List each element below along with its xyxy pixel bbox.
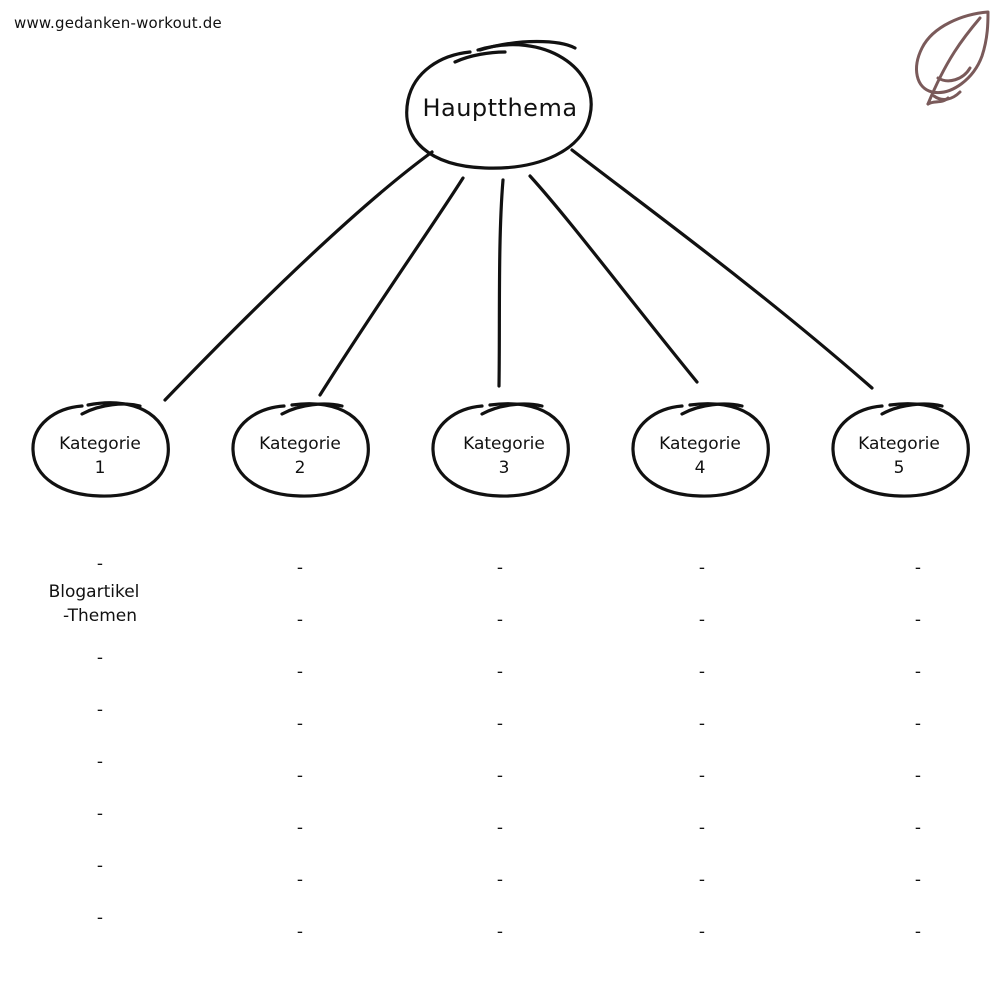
connector-lines	[163, 148, 874, 402]
category-4-line1: Kategorie	[659, 434, 741, 454]
col5-dash: -	[914, 922, 922, 942]
col3-dash: -	[496, 766, 504, 786]
col2-dash: -	[296, 662, 304, 682]
col4-dash: -	[698, 558, 706, 578]
col2-dash: -	[296, 714, 304, 734]
col3-dash: -	[496, 922, 504, 942]
col1-label-line2: -Themen	[63, 606, 137, 626]
col4-dash: -	[698, 714, 706, 734]
category-1-line2: 1	[94, 458, 106, 478]
category-2-line2: 2	[294, 458, 306, 478]
connector-4	[528, 174, 699, 384]
category-5-line2: 5	[893, 458, 905, 478]
col1-dash: -	[96, 752, 104, 772]
connector-1	[163, 150, 434, 402]
category-ellipse-4	[631, 402, 770, 498]
col5-dash: -	[914, 714, 922, 734]
category-label-5: Kategorie 5	[829, 432, 969, 480]
category-5-line1: Kategorie	[858, 434, 940, 454]
col2-dash: -	[296, 766, 304, 786]
leaf-icon	[915, 10, 990, 106]
category-4-line2: 4	[694, 458, 706, 478]
col4-dash: -	[698, 870, 706, 890]
main-topic-label: Hauptthema	[422, 94, 578, 122]
category-ellipse-5	[831, 402, 970, 498]
col1-dash-top: -	[96, 554, 104, 574]
col2-dash: -	[296, 610, 304, 630]
col3-dash: -	[496, 558, 504, 578]
category-label-3: Kategorie 3	[434, 432, 574, 480]
col2-dash: -	[296, 870, 304, 890]
category-label-1: Kategorie 1	[30, 432, 170, 480]
category-label-2: Kategorie 2	[230, 432, 370, 480]
main-topic-ellipse	[405, 39, 593, 170]
connector-5	[570, 148, 874, 390]
col4-dash: -	[698, 818, 706, 838]
category-2-line1: Kategorie	[259, 434, 341, 454]
category-ellipse-3	[431, 402, 570, 498]
website-url: www.gedanken-workout.de	[14, 14, 222, 32]
category-label-4: Kategorie 4	[630, 432, 770, 480]
col5-dash: -	[914, 818, 922, 838]
connector-2	[318, 176, 465, 397]
col1-dash: -	[96, 804, 104, 824]
col4-dash: -	[698, 610, 706, 630]
col5-dash: -	[914, 766, 922, 786]
col3-dash: -	[496, 870, 504, 890]
col1-label-line1: Blogartikel	[48, 582, 140, 602]
col1-dash: -	[96, 700, 104, 720]
category-ellipse-2	[231, 402, 370, 498]
col2-dash: -	[296, 558, 304, 578]
col5-dash: -	[914, 558, 922, 578]
col3-dash: -	[496, 818, 504, 838]
col2-dash: -	[296, 922, 304, 942]
col4-dash: -	[698, 662, 706, 682]
col3-dash: -	[496, 714, 504, 734]
col1-dash: -	[96, 648, 104, 668]
connector-3	[497, 178, 505, 388]
category-3-line2: 3	[498, 458, 510, 478]
col5-dash: -	[914, 610, 922, 630]
col5-dash: -	[914, 662, 922, 682]
col4-dash: -	[698, 766, 706, 786]
category-3-line1: Kategorie	[463, 434, 545, 454]
col1-dash: -	[96, 908, 104, 928]
col1-dash: -	[96, 856, 104, 876]
col5-dash: -	[914, 870, 922, 890]
col3-dash: -	[496, 610, 504, 630]
category-ellipse-1	[31, 401, 170, 498]
col4-dash: -	[698, 922, 706, 942]
col2-dash: -	[296, 818, 304, 838]
col3-dash: -	[496, 662, 504, 682]
category-1-line1: Kategorie	[59, 434, 141, 454]
